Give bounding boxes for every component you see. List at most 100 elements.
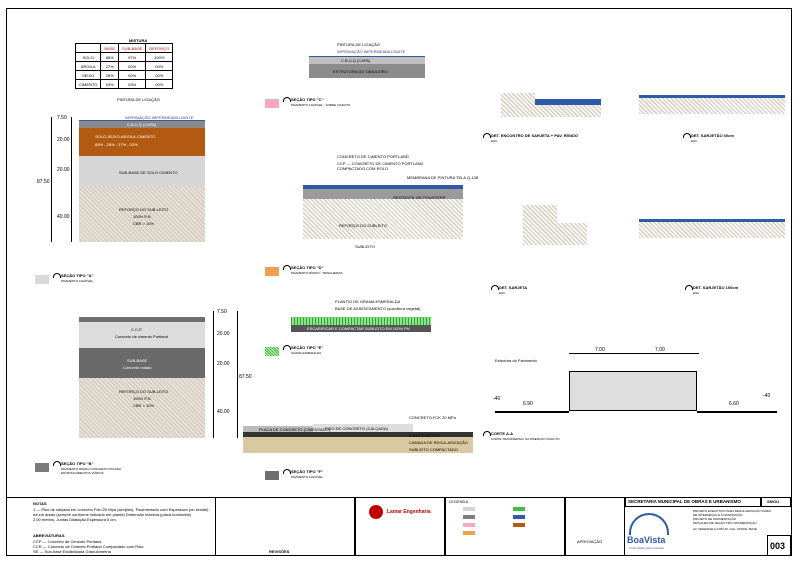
mix-header: BASE <box>100 43 120 53</box>
section-marker-icon <box>683 133 691 138</box>
mix-cell: 100% <box>145 52 174 62</box>
det1-slab <box>535 99 601 105</box>
sec-c-layer-label: IMPRIMAÇÃO IMPERMEABILIZANTE <box>337 49 406 54</box>
det4-title: DET. SARJETÃO 100cm <box>693 285 739 290</box>
sec-d-legend-swatch <box>265 267 279 276</box>
sec-e-note: BASE DE ASSENTAMENTO (solo/terra vegetal… <box>335 306 421 311</box>
sec-b-layer-label: 100% P.N. <box>133 396 152 401</box>
mix-cell: 00% <box>145 70 174 80</box>
section-marker-icon <box>283 97 291 102</box>
section-marker-icon <box>53 273 61 278</box>
sec-c-layer-label: PINTURA DE LIGAÇÃO <box>337 42 380 47</box>
det2-sub: ESC. <box>691 139 699 143</box>
revisions-block <box>215 497 355 556</box>
legend-block <box>445 497 565 556</box>
cut-aa-dim-line <box>569 353 699 354</box>
sec-a-layer-label: PINTURA DE LIGAÇÃO <box>117 97 160 102</box>
sec-e-title: SEÇÃO TIPO "E" <box>291 345 324 350</box>
sec-a-dim: 20.00 <box>57 167 70 173</box>
sec-c-subtitle: PAVIMENTO FLEXÍVEL - SOBRE VIADUTO <box>291 103 351 107</box>
sec-e-note: PLANTIO DE GRAMA ESMERALDA <box>335 299 401 304</box>
company-block <box>355 497 445 556</box>
sec-a-layer-label: CBR > 10% <box>133 221 155 226</box>
sec-a-dim-line <box>71 117 72 242</box>
det2-base <box>639 98 785 114</box>
abbrev-line: SE — Sub-base Estabilizada Granulometria <box>33 549 111 554</box>
legend-swatch <box>513 515 525 519</box>
note-line: há em áreas (sempre conforme indicado em… <box>33 512 191 517</box>
sec-b-top <box>79 317 205 322</box>
sec-b-dim: 20.00 <box>217 361 230 367</box>
sec-b-legend-swatch <box>35 463 49 472</box>
sec-a-legend-swatch <box>35 275 49 284</box>
section-marker-icon <box>483 133 491 138</box>
mix-header: REFORÇO <box>145 43 174 53</box>
sec-b-dim: 40.00 <box>217 409 230 415</box>
dept-code-cell <box>761 497 791 507</box>
mix-cell: SOLO <box>74 52 102 62</box>
dept-code: SMOU <box>767 499 779 504</box>
mix-cell: 00% <box>145 61 174 71</box>
approval-label: APROVAÇÃO <box>577 539 603 544</box>
sec-b-layer-label: CBR > 10% <box>133 403 155 408</box>
sec-a-subbase <box>79 156 205 186</box>
cut-aa-road-left <box>495 411 569 413</box>
sec-c-legend-swatch <box>265 99 279 108</box>
project-line: PROJETO DE PAVIMENTAÇÃO <box>693 517 737 521</box>
legend-swatch <box>463 515 475 519</box>
city-name: BoaVista <box>627 535 666 545</box>
sec-b-dim: 20.00 <box>217 331 230 337</box>
city-slogan: Uma cidade para pessoas <box>629 546 664 550</box>
det2-title: DET. SARJETÃO 60cm <box>691 133 734 138</box>
mix-cell: CIMENTO <box>74 79 102 89</box>
sec-b-subbase <box>79 348 205 378</box>
mix-cell: 00% <box>118 70 147 80</box>
sec-e-note: ESCARIFICAR E COMPACTAR SUBLEITO EM 100%… <box>307 326 410 331</box>
det3-gutter <box>557 223 587 245</box>
sec-f-legend-swatch <box>265 471 279 480</box>
det1-sub: ESC. <box>491 139 499 143</box>
cut-aa-title: CORTE A-A <box>491 431 514 436</box>
mix-cell: ARGILA <box>74 61 102 71</box>
section-marker-icon <box>483 431 491 436</box>
det3-curb <box>523 205 557 245</box>
sec-f-title: SEÇÃO TIPO "F" <box>291 469 324 474</box>
sec-a-reforco <box>79 186 205 242</box>
sec-d-title: SEÇÃO TIPO "D" <box>291 265 324 270</box>
sec-f-subgrade <box>243 437 473 453</box>
mix-table-title: MISTURA <box>129 38 148 43</box>
sheet-number: 003 <box>770 541 786 551</box>
det3-title: DET. SARJETA <box>499 285 528 290</box>
sec-a-dim-total: 87.50 <box>37 179 50 185</box>
sheet-number-cell <box>767 535 791 556</box>
cut-aa-label: Estrutura do Pavimento <box>495 358 537 363</box>
mix-cell: 28% <box>100 70 120 80</box>
det1-curb <box>501 93 535 117</box>
cut-aa-road-right <box>697 411 777 413</box>
sec-a-layer-label: C.B.U.Q (CAPA) <box>127 122 157 127</box>
det1-title: DET. ENCONTRO DE SARJETA + PAV. RÍGIDO <box>491 133 578 138</box>
project-line: PROJETO EXECUTIVO PARA REGULARIZAÇÃO VIÁ… <box>693 509 772 513</box>
mix-header <box>74 43 102 53</box>
company-logo-icon <box>369 505 383 519</box>
mix-cell: SEIXO <box>74 70 102 80</box>
sec-f-subtitle: PAVIMENTO FLEXÍVEL <box>291 475 324 479</box>
note-line: 1 — Piso de calçada em concreto Fck>20 M… <box>33 507 209 512</box>
dept-name: SECRETARIA MUNICIPAL DE OBRAS E URBANISM… <box>628 499 741 504</box>
mix-cell: 03% <box>100 79 120 89</box>
sec-a-capa <box>79 120 205 129</box>
sec-d-note: CCP — CONCRETO DE CIMENTO PORTLAND COMPA… <box>337 161 424 171</box>
abbrev-line: CCP — Concreto de Cimento Portland <box>33 539 102 544</box>
det2-surface <box>639 95 785 98</box>
company-name: Lamar Engenharia <box>387 509 431 515</box>
sec-b-layer-label: Concreto de cimento Portland <box>115 334 168 339</box>
legend-swatch <box>513 523 525 527</box>
mix-cell: 27% <box>100 61 120 71</box>
drawing-sheet: MISTURA BASE SUB-BASE REFORÇO SOLO 88% 9… <box>6 8 792 556</box>
approval-block <box>565 497 625 556</box>
cut-aa-dim: -40 <box>763 393 771 399</box>
sec-a-layer-label: SOLO-SEIXO-ARGILA-CIMENTO <box>95 134 156 139</box>
sec-a-layer-label: SUB-BASE DE SOLO CIMENTO <box>119 170 178 175</box>
det4-surface <box>639 219 785 222</box>
mix-table: BASE SUB-BASE REFORÇO SOLO 88% 97% 100% … <box>74 43 174 89</box>
